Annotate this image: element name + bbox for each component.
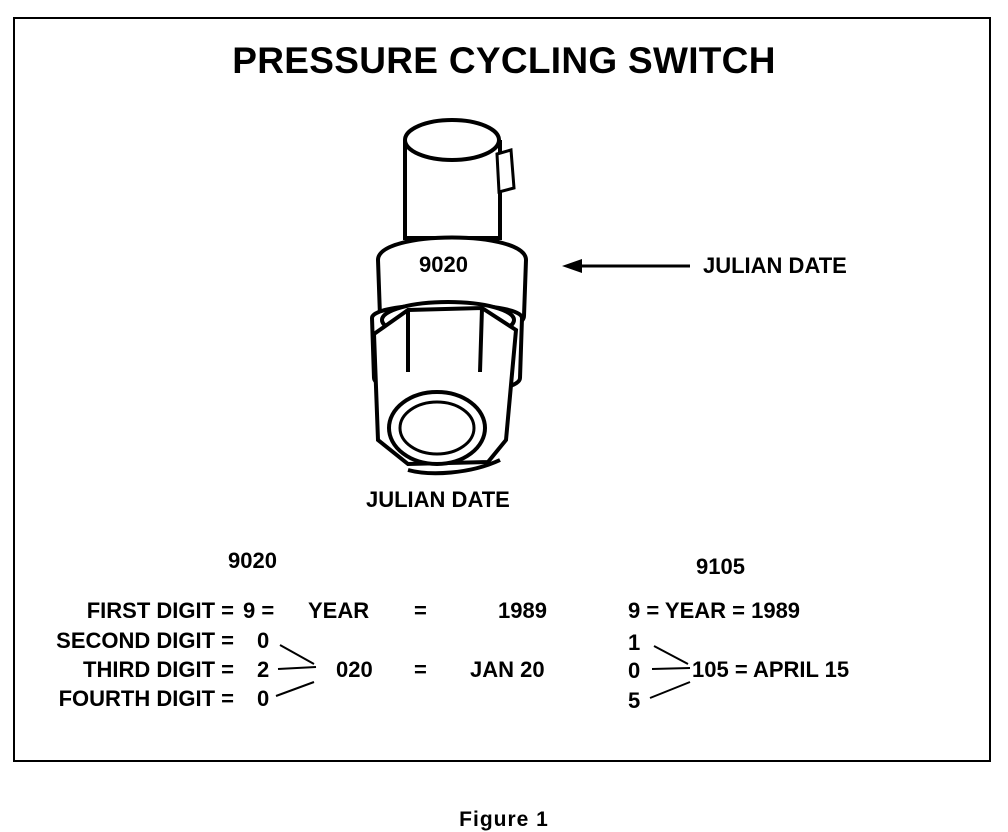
switch-connector (403, 118, 516, 240)
first-digit-label: FIRST DIGIT = (86, 598, 234, 623)
right-fourth-digit: 5 (628, 688, 641, 713)
left-connector-lines (275, 644, 317, 697)
fourth-digit-value: 0 (257, 686, 270, 711)
third-digit-result: JAN 20 (470, 657, 545, 682)
first-digit-meaning: YEAR (308, 598, 370, 623)
right-second-digit: 1 (628, 630, 641, 655)
callout-label: JULIAN DATE (703, 253, 847, 278)
first-digit-equals: = (414, 598, 427, 623)
third-digit-equals: = (414, 657, 427, 682)
figure-frame (13, 17, 991, 762)
fourth-digit-label: FOURTH DIGIT = (58, 686, 234, 711)
third-digit-value: 2 (257, 657, 270, 682)
right-first-digit: 9 = YEAR = 1989 (628, 598, 801, 623)
first-digit-result: 1989 (498, 598, 547, 623)
callout-arrow (562, 259, 690, 273)
second-digit-label: SECOND DIGIT = (56, 628, 234, 653)
right-third-digit: 0 (628, 658, 641, 683)
switch-date-code: 9020 (419, 252, 468, 277)
hex-nut (371, 305, 519, 476)
left-example-code: 9020 (228, 548, 277, 573)
figure-caption: Figure 1 (459, 808, 549, 831)
right-example-result: 105 = APRIL 15 (692, 657, 850, 682)
second-digit-value: 0 (257, 628, 270, 653)
diagram-title: PRESSURE CYCLING SWITCH (232, 40, 776, 81)
third-digit-label: THIRD DIGIT = (83, 657, 234, 682)
section-subtitle: JULIAN DATE (366, 487, 510, 512)
first-digit-value: 9 = (243, 598, 275, 623)
right-example-code: 9105 (696, 554, 745, 579)
right-connector-lines (649, 645, 691, 699)
third-digit-day-number: 020 (336, 657, 373, 682)
